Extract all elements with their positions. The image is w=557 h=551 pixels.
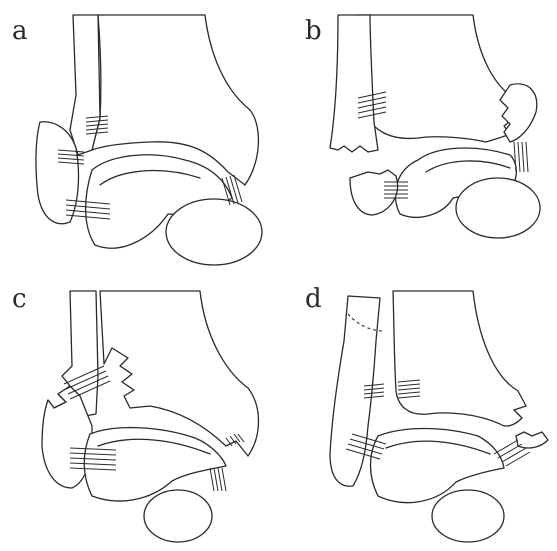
calcaneus <box>432 490 504 542</box>
talus <box>371 429 505 503</box>
calcaneus <box>144 490 212 542</box>
panel-label-a: a <box>12 18 28 44</box>
medial-malleolus-fragment <box>516 432 548 448</box>
calcaneus <box>166 199 262 265</box>
panel-d: d <box>278 276 556 551</box>
fibula <box>330 15 378 152</box>
panel-label-b: b <box>305 18 322 44</box>
tibia <box>393 291 526 426</box>
tibia <box>358 15 516 142</box>
posterior-fragment <box>350 170 398 215</box>
panel-label-c: c <box>12 286 27 312</box>
panel-a: a <box>0 0 278 275</box>
medial-malleolus-fragment <box>500 84 537 142</box>
panel-c: c <box>0 276 278 551</box>
panel-b: b <box>278 0 556 275</box>
fibula <box>70 15 100 155</box>
panel-label-d: d <box>305 286 322 312</box>
calcaneus <box>456 178 540 238</box>
